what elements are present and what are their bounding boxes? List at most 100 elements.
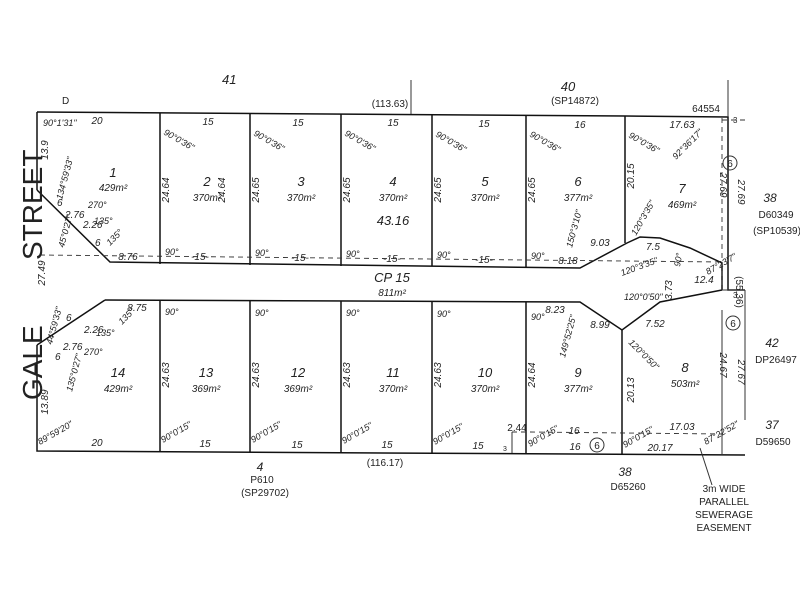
plan-label: 27.69 bbox=[735, 178, 746, 204]
plan-label: 20.13 bbox=[626, 377, 637, 403]
adjoining-lot-40: 40 bbox=[561, 79, 576, 94]
lot-13-area: 369m² bbox=[192, 384, 221, 395]
plan-label: 90°0'36" bbox=[162, 127, 197, 153]
plan-label: 45°0'27" bbox=[56, 213, 75, 249]
plan-label: 90° bbox=[531, 312, 545, 322]
street-word-gale: GALE bbox=[17, 325, 48, 400]
plan-label: 2.76 bbox=[62, 342, 83, 353]
plan-label: 13.9 bbox=[40, 140, 51, 160]
plan-label: 17.63 bbox=[669, 120, 694, 131]
plan-label: 149°52'25" bbox=[557, 313, 578, 358]
lot-5-number: 5 bbox=[481, 174, 489, 189]
plan-label: 90° bbox=[165, 247, 179, 257]
plan-label: 6 bbox=[55, 352, 61, 363]
plan-label: 90° bbox=[346, 249, 360, 259]
lot-3-area: 370m² bbox=[287, 193, 316, 204]
plan-label: 24.63 bbox=[161, 362, 172, 388]
plan-label: 90° bbox=[165, 307, 179, 317]
plan-label: 120°0'50" bbox=[627, 337, 662, 372]
lot-4-area: 370m² bbox=[379, 193, 408, 204]
plan-label: 15 bbox=[291, 440, 303, 451]
plan-label: 16 bbox=[574, 120, 586, 131]
plan-label: -15- bbox=[383, 254, 401, 265]
plan-label: 90°0'15" bbox=[526, 423, 561, 449]
plan-label: 24.65 bbox=[342, 177, 353, 203]
lot-8-number: 8 bbox=[681, 360, 689, 375]
plan-label: 270° bbox=[87, 200, 107, 210]
plan-label: 15 bbox=[387, 118, 399, 129]
plan-label: 20.17 bbox=[646, 443, 672, 454]
plan-label: 90° bbox=[255, 308, 269, 318]
plan-label: 90°0'15" bbox=[431, 421, 466, 447]
plan-label: 2.26 bbox=[83, 325, 104, 336]
lot-10-area: 370m² bbox=[471, 384, 500, 395]
plan-label: 7.5 bbox=[646, 242, 660, 253]
bottom-distance: (116.17) bbox=[367, 458, 404, 469]
plan-label: 90°0'36" bbox=[627, 130, 662, 156]
plan-label: 3 bbox=[503, 446, 507, 453]
plan-label: 24.64 bbox=[161, 177, 172, 203]
plan-label: 24.65 bbox=[433, 177, 444, 203]
plan-label: 90° bbox=[346, 308, 360, 318]
lot-1-number: 1 bbox=[109, 165, 116, 180]
lot-1-area: 429m² bbox=[99, 183, 128, 194]
lot-6-number: 6 bbox=[574, 174, 582, 189]
plan-label: 6 bbox=[95, 238, 101, 249]
plan-label: 90°0'36" bbox=[434, 129, 469, 155]
plan-label: 90°1'31" bbox=[43, 118, 77, 128]
plan-label: 90°0'36" bbox=[343, 128, 378, 154]
plan-label: (55.36) bbox=[733, 276, 744, 308]
plan-label: 8.18 bbox=[558, 256, 578, 267]
lot-12-number: 12 bbox=[291, 365, 306, 380]
street-word-street: STREET bbox=[17, 150, 48, 260]
plan-label: 6 bbox=[57, 198, 63, 209]
plan-label: 24.65 bbox=[251, 177, 262, 203]
lot-14-area: 429m² bbox=[104, 384, 133, 395]
lot-13-number: 13 bbox=[199, 365, 214, 380]
easement-line-4: EASEMENT bbox=[696, 523, 751, 534]
adjoining-sp29702: (SP29702) bbox=[241, 488, 289, 499]
plan-label: 90° bbox=[672, 252, 684, 268]
plan-label: 24.65 bbox=[527, 177, 538, 203]
lot-labels: 1 429m² 2 370m² 3 370m² 4 370m² 5 370m² … bbox=[99, 165, 700, 395]
marker-6-top: 6 bbox=[727, 159, 733, 170]
plan-label: 44°59'33" bbox=[44, 305, 64, 346]
lot-12-area: 369m² bbox=[284, 384, 313, 395]
plan-label: 90°0'36" bbox=[252, 128, 287, 154]
easement-line-3: SEWERAGE bbox=[695, 510, 753, 521]
plan-label: 24.63 bbox=[251, 362, 262, 388]
plan-label: 89°59'20" bbox=[36, 418, 75, 446]
adjoining-p610: P610 bbox=[250, 475, 274, 486]
adjoining-d65260: D65260 bbox=[610, 482, 645, 493]
adjoining-dp26497: DP26497 bbox=[755, 355, 797, 366]
lot-10-number: 10 bbox=[478, 365, 493, 380]
plan-label: 135°0'27" bbox=[64, 352, 84, 393]
cp-area: 811m² bbox=[378, 288, 406, 299]
plan-label: 3 bbox=[733, 291, 738, 300]
plan-label: 135° bbox=[94, 216, 113, 226]
adjoining-lot-38-bottom: 38 bbox=[618, 465, 632, 479]
plan-label: 120°0'50" bbox=[624, 292, 663, 302]
plan-label: 90° bbox=[255, 248, 269, 258]
plan-label: 16 bbox=[568, 426, 580, 437]
plan-label: 20 bbox=[90, 116, 103, 127]
plan-label: -15- bbox=[191, 252, 209, 263]
lot-2-number: 2 bbox=[202, 174, 211, 189]
plan-label: 90° bbox=[531, 251, 545, 261]
dimension-labels: 20 15 15 15 15 16 17.63 20 15 15 15 15 1… bbox=[37, 116, 746, 454]
adjoining-d59650: D59650 bbox=[755, 437, 790, 448]
plan-label: 2.76 bbox=[64, 210, 85, 221]
lot-7-area: 469m² bbox=[668, 200, 697, 211]
plan-label: 15 bbox=[381, 440, 393, 451]
marker-6-right: 6 bbox=[730, 319, 736, 330]
lot-4-number: 4 bbox=[389, 174, 396, 189]
plan-label: 24.64 bbox=[527, 362, 538, 388]
easement-line-2: PARALLEL bbox=[699, 497, 749, 508]
boundary-lines bbox=[36, 80, 746, 486]
adjoining-sp10539: (SP10539) bbox=[753, 226, 800, 237]
plan-label: -15- bbox=[291, 253, 309, 264]
plan-label: 15 bbox=[199, 439, 211, 450]
plan-label: 120°3'35" bbox=[619, 255, 659, 278]
plan-label: 8.23 bbox=[545, 305, 565, 316]
